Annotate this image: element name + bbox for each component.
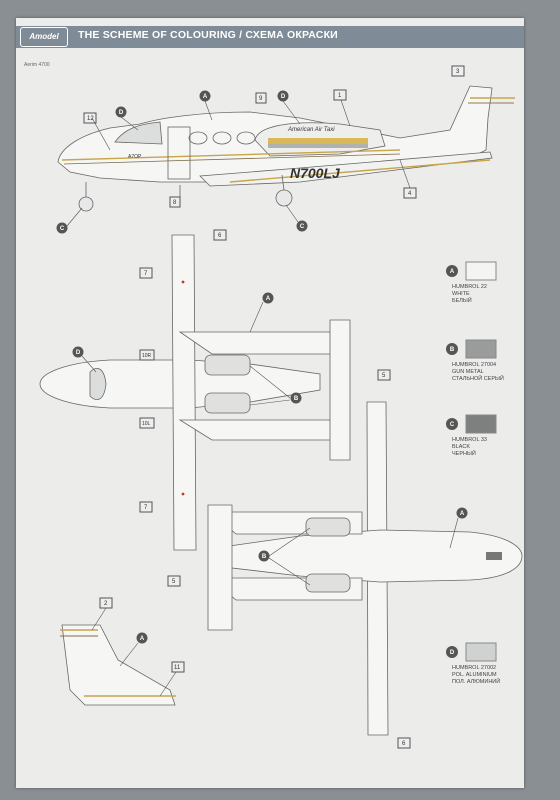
legend-b-code: HUMBROL 27004 (452, 362, 497, 368)
svg-text:A: A (460, 511, 465, 517)
decal-box-7b: 7 (139, 501, 153, 513)
svg-text:D: D (119, 110, 124, 116)
callout-d-top: D (72, 346, 84, 358)
svg-text:A: A (266, 296, 271, 302)
svg-text:A: A (450, 269, 455, 275)
decal-box-3: 3 (451, 65, 465, 77)
legend-d-name-en: POL. ALUMINIUM (452, 672, 497, 678)
nose-titling: A7OP (128, 154, 142, 160)
legend-a-name-ru: БЕЛЫЙ (452, 298, 472, 304)
svg-text:C: C (450, 422, 455, 428)
callout-b-bottom: B (258, 550, 270, 562)
svg-text:B: B (262, 554, 267, 560)
legend-label-c: HUMBROL 33 BLACK ЧЕРНЫЙ (452, 437, 532, 458)
decal-box-8: 8 (169, 196, 181, 208)
callout-c-side: C (56, 222, 68, 234)
svg-text:B: B (294, 396, 299, 402)
svg-text:A: A (203, 94, 208, 100)
svg-text:6: 6 (218, 233, 222, 239)
top-view (39, 234, 351, 551)
svg-text:6: 6 (402, 741, 406, 747)
decal-box-1: 1 (333, 89, 347, 101)
svg-text:12: 12 (87, 116, 94, 122)
page-title: THE SCHEME OF COLOURING / СХЕМА ОКРАСКИ (78, 29, 338, 41)
callout-a-tail: A (136, 632, 148, 644)
brand-logo: Amodel (20, 27, 68, 47)
decal-box-10r: 10R (139, 349, 155, 361)
legend-label-a: HUMBROL 22 WHITE БЕЛЫЙ (452, 284, 532, 305)
decal-box-5b: 5 (377, 369, 391, 381)
svg-text:9: 9 (259, 96, 263, 102)
svg-text:3: 3 (456, 69, 460, 75)
decal-box-4: 4 (403, 187, 417, 199)
registration-marking: N700LJ (290, 165, 341, 181)
legend-b-name-ru: СТАЛЬНОЙ СЕРЫЙ (452, 376, 504, 382)
svg-text:D: D (281, 94, 286, 100)
bottom-view (207, 401, 523, 736)
callout-c-side2: C (296, 220, 308, 232)
legend-a-name-en: WHITE (452, 291, 470, 297)
decal-box-5a: 5 (167, 575, 181, 587)
decal-box-6a: 6 (213, 229, 227, 241)
decal-box-12: 12 (83, 112, 97, 124)
legend-swatch-c: C (446, 414, 497, 434)
model-label: Aerim 4700 (24, 62, 50, 68)
svg-text:D: D (76, 350, 81, 356)
svg-text:1: 1 (338, 93, 342, 99)
legend-label-d: HUMBROL 27002 POL. ALUMINIUM ПОЛ. АЛЮМИН… (452, 665, 532, 686)
legend-c-code: HUMBROL 33 (452, 437, 487, 443)
legend-a-code: HUMBROL 22 (452, 284, 487, 290)
decal-box-10l: 10L (139, 417, 155, 429)
svg-text:2: 2 (104, 601, 108, 607)
decal-box-2: 2 (99, 597, 113, 609)
legend-c-name-en: BLACK (452, 444, 471, 450)
svg-text:10L: 10L (142, 421, 151, 427)
legend-d-name-ru: ПОЛ. АЛЮМИНИЙ (452, 679, 501, 685)
callout-b-top: B (290, 392, 302, 404)
callout-d-side: D (115, 106, 127, 118)
svg-text:5: 5 (382, 373, 386, 379)
legend-label-b: HUMBROL 27004 GUN METAL СТАЛЬНОЙ СЕРЫЙ (452, 362, 532, 383)
svg-text:A: A (140, 636, 145, 642)
svg-text:7: 7 (144, 505, 148, 511)
legend-b-name-en: GUN METAL (452, 369, 484, 375)
leader-lines (66, 99, 459, 697)
legend-c-name-ru: ЧЕРНЫЙ (452, 451, 476, 457)
svg-text:10R: 10R (142, 353, 152, 359)
decal-box-7a: 7 (139, 267, 153, 279)
legend-d-code: HUMBROL 27002 (452, 665, 497, 671)
svg-text:5: 5 (172, 579, 176, 585)
callout-a-side: A (199, 90, 211, 102)
svg-text:C: C (300, 224, 305, 230)
legend-swatch-d: D (446, 642, 497, 662)
decal-box-6b: 6 (397, 737, 411, 749)
legend-swatch-b: B (446, 339, 497, 359)
side-view (57, 85, 515, 212)
callout-a-bottom: A (456, 507, 468, 519)
svg-text:7: 7 (144, 271, 148, 277)
svg-text:8: 8 (173, 200, 177, 206)
decal-box-11: 11 (171, 661, 185, 673)
svg-text:B: B (450, 347, 455, 353)
callout-a-top: A (262, 292, 274, 304)
svg-text:11: 11 (174, 665, 181, 671)
tail-fin-view (60, 624, 176, 706)
decal-box-9: 9 (255, 92, 267, 104)
legend: A B C D (446, 261, 497, 662)
legend-swatch-a: A (446, 261, 497, 281)
svg-text:C: C (60, 226, 65, 232)
svg-text:4: 4 (408, 191, 412, 197)
fuselage-titling: American Air Taxi (287, 127, 335, 133)
callout-d-side2: D (277, 90, 289, 102)
svg-text:D: D (450, 650, 455, 656)
header-bar: Amodel THE SCHEME OF COLOURING / СХЕМА О… (16, 26, 524, 48)
